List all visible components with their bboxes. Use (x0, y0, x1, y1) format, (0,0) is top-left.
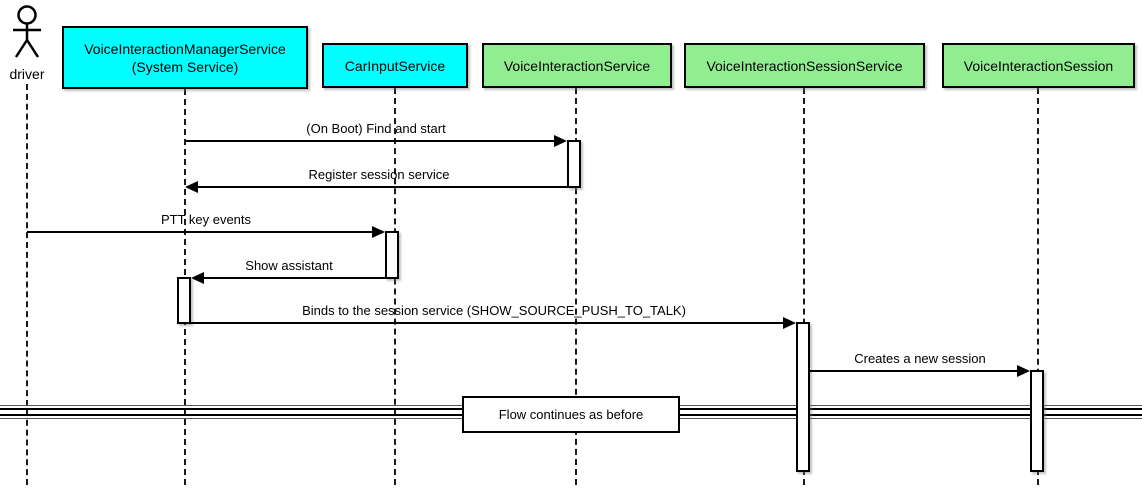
actor-driver: driver (0, 4, 54, 82)
activation-carinputservice (385, 231, 399, 279)
actor-label: driver (9, 66, 45, 82)
message-line (204, 277, 385, 279)
participant-label: VoiceInteractionService (503, 57, 651, 74)
actor-icon (13, 5, 41, 58)
participant-label: VoiceInteractionManagerService (84, 40, 286, 57)
lifeline-driver (26, 84, 28, 485)
message-line (185, 140, 556, 142)
lifeline-carinputservice (394, 88, 396, 485)
message-label: Creates a new session (854, 351, 986, 366)
divider-label-box: Flow continues as before (462, 396, 680, 433)
participant-voiceinteractionmanagerservice: VoiceInteractionManagerService (System S… (62, 26, 308, 89)
message-line (191, 322, 784, 324)
message-label: PTT key events (160, 212, 252, 227)
participant-voiceinteractionservice: VoiceInteractionService (482, 43, 672, 88)
lifeline-voiceinteractionsessionservice (803, 88, 805, 485)
message-label: Binds to the session service (SHOW_SOURC… (302, 303, 686, 318)
arrowhead-right-icon (783, 317, 796, 329)
lifeline-voiceinteractionsession (1037, 88, 1039, 485)
activation-voiceinteractionsessionservice (796, 322, 810, 472)
message-label: Register session service (308, 167, 450, 182)
arrowhead-left-icon (191, 272, 204, 284)
lifeline-voiceinteractionservice (575, 88, 577, 485)
participant-label: VoiceInteractionSession (963, 57, 1114, 74)
participant-voiceinteractionsession: VoiceInteractionSession (942, 43, 1135, 88)
activation-voiceinteractionmanagerservice (177, 277, 191, 324)
arrowhead-right-icon (554, 135, 567, 147)
activation-voiceinteractionsession (1030, 370, 1044, 472)
participant-voiceinteractionsessionservice: VoiceInteractionSessionService (684, 43, 925, 88)
divider-label: Flow continues as before (498, 407, 644, 422)
arrowhead-right-icon (372, 226, 385, 238)
participant-label: VoiceInteractionSessionService (706, 57, 903, 74)
message-label: Show assistant (245, 258, 333, 273)
arrowhead-left-icon (185, 181, 198, 193)
message-label: (On Boot) Find and start (306, 121, 446, 136)
message-line (198, 186, 567, 188)
message-line (27, 231, 373, 233)
message-line (810, 370, 1018, 372)
participant-sublabel: (System Service) (131, 58, 239, 75)
activation-voiceinteractionservice (567, 140, 581, 188)
participant-label: CarInputService (344, 57, 446, 74)
participant-carinputservice: CarInputService (322, 43, 468, 88)
arrowhead-right-icon (1017, 365, 1030, 377)
